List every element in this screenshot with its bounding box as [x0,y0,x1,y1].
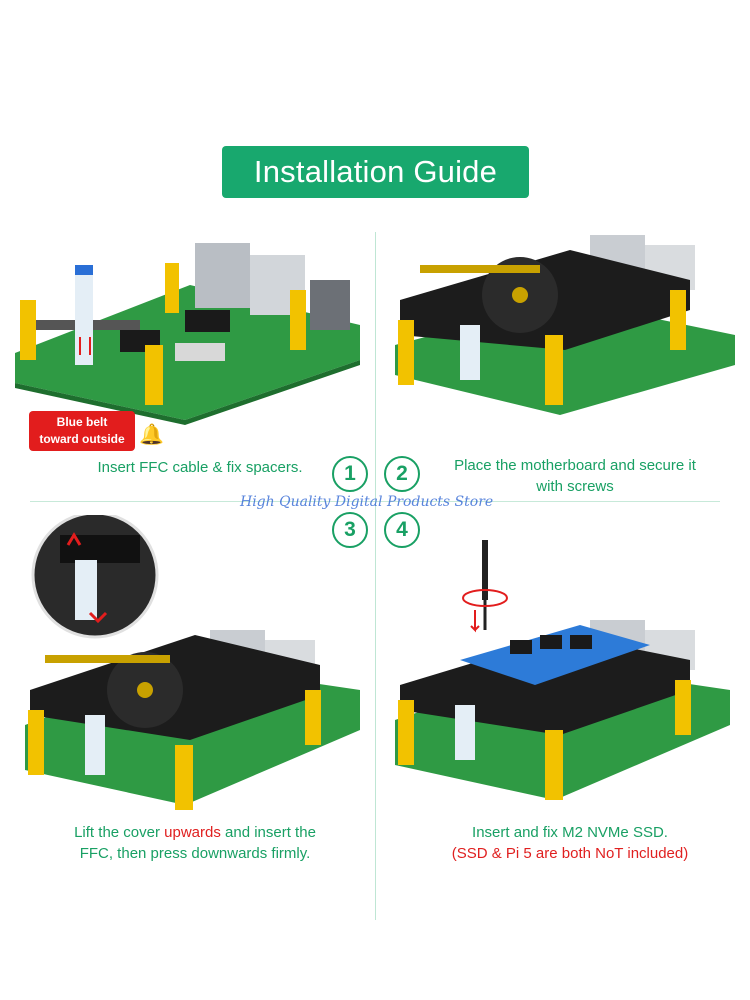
callout-line1: Blue belt [56,415,108,429]
page-title: Installation Guide [253,154,498,189]
store-watermark: High Quality Digital Products Store [240,494,494,510]
horizontal-divider [30,501,720,502]
step-badge-4: 4 [384,512,420,548]
step1-illustration [10,225,370,425]
step1-caption: Insert FFC cable & fix spacers. [97,459,303,476]
vertical-divider [375,232,376,920]
step3-illustration [20,515,365,815]
step3-caption-pre: Lift the cover [74,824,165,841]
step-badge-3: 3 [332,512,368,548]
step3-caption-highlight: upwards [164,824,221,841]
step-badge-2: 2 [384,456,420,492]
callout-line2: toward outside [39,432,125,446]
step3-caption: Lift the cover upwards and insert the FF… [40,822,350,864]
step2-caption: Place the motherboard and secure it with… [440,455,710,497]
step4-caption-line1: Insert and fix M2 NVMe SSD. [472,824,668,841]
step2-illustration [390,225,740,425]
step4-illustration [390,540,735,810]
step2-caption-line1: Place the motherboard and secure it [454,457,696,474]
step3-caption-line2: FFC, then press downwards firmly. [79,845,311,862]
step2-caption-line2: with screws [536,478,614,495]
step-badge-1: 1 [332,456,368,492]
step3-caption-post: and insert the [220,824,316,841]
title-banner: Installation Guide [222,146,529,198]
step4-caption-line2: (SSD & Pi 5 are both NoT included) [451,845,689,862]
bell-icon: 🔔 [139,424,164,446]
blue-belt-callout: Blue belt toward outside [29,411,135,451]
step4-caption: Insert and fix M2 NVMe SSD. (SSD & Pi 5 … [420,822,720,864]
